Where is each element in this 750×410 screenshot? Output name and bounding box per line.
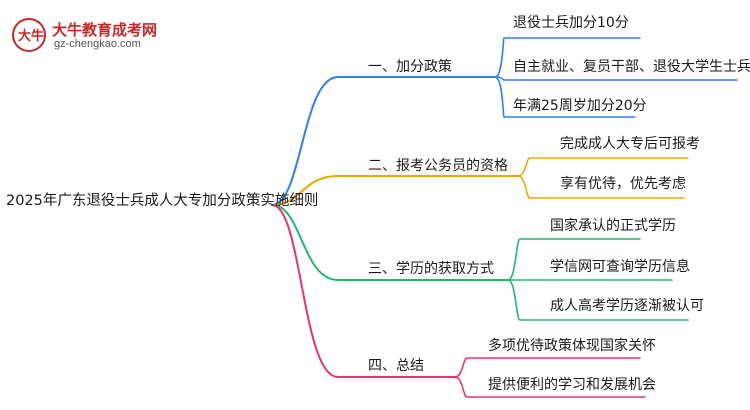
leaf-3-3: 成人高考学历逐渐被认可 xyxy=(550,298,704,314)
leaf-1-2-connector xyxy=(494,76,738,81)
leaf-3-1-connector xyxy=(507,238,641,281)
leaf-2-1: 完成成人大专后可报考 xyxy=(560,136,700,152)
branch-2-connector xyxy=(271,175,519,206)
branch-4-label: 四、总结 xyxy=(368,358,424,374)
leaf-4-1-connector xyxy=(454,357,641,378)
leaf-2-2: 享有优待，优先考虑 xyxy=(560,176,686,192)
logo-title: 大牛教育成考网 xyxy=(52,21,158,39)
branch-3-connector xyxy=(271,204,509,281)
leaf-4-2-connector xyxy=(454,376,646,398)
leaf-2-2-connector xyxy=(517,175,685,199)
leaf-3-2: 学信网可查询学历信息 xyxy=(550,259,690,275)
branch-1-connector xyxy=(271,76,496,206)
leaf-1-1: 退役士兵加分10分 xyxy=(513,15,629,31)
leaf-1-1-connector xyxy=(494,37,641,78)
leaf-4-1: 多项优待政策体现国家关怀 xyxy=(488,338,656,354)
leaf-1-3-connector xyxy=(494,76,636,118)
leaf-3-1: 国家承认的正式学历 xyxy=(550,218,676,234)
root-topic: 2025年广东退役士兵成人大专加分政策实施细则 xyxy=(6,193,319,209)
branch-1-label: 一、加分政策 xyxy=(368,59,452,75)
leaf-1-2: 自主就业、复员干部、退役大学生士兵适用 xyxy=(513,59,750,75)
logo-glyph: 大牛 xyxy=(18,29,45,44)
branch-4-connector xyxy=(271,204,456,378)
leaf-4-2: 提供便利的学习和发展机会 xyxy=(488,377,656,393)
site-logo[interactable]: 大牛 大牛教育成考网 gz-chengkao.com xyxy=(12,18,162,54)
branch-3-label: 三、学历的获取方式 xyxy=(368,261,494,277)
leaf-2-1-connector xyxy=(517,157,689,177)
logo-url: gz-chengkao.com xyxy=(54,38,141,50)
leaf-3-3-connector xyxy=(507,279,689,321)
leaf-1-3: 年满25周岁加分20分 xyxy=(513,98,647,114)
logo-emblem-icon: 大牛 xyxy=(12,18,46,52)
branch-2-label: 二、报考公务员的资格 xyxy=(368,158,508,174)
